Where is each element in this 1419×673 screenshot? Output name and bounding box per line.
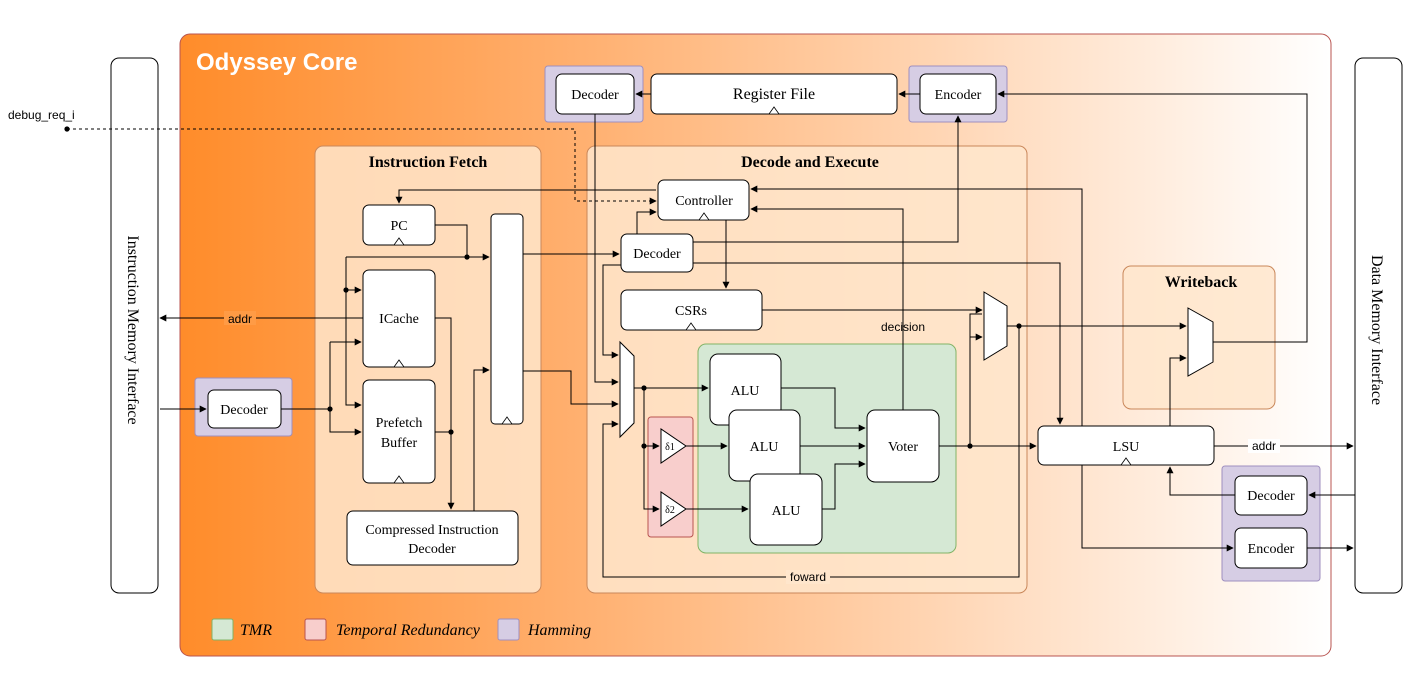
alu-label-2: ALU — [750, 440, 779, 455]
legend: TMR Temporal Redundancy Hamming — [211, 618, 591, 641]
writeback-stage-title: Writeback — [1165, 274, 1238, 291]
result-mux — [983, 291, 1008, 361]
icache-label: ICache — [379, 312, 419, 327]
instruction-decoder-block — [620, 233, 694, 273]
prefetch-label-line2: Buffer — [381, 436, 418, 451]
wiring — [67, 90, 1355, 578]
dmem-addr-label-bg — [1248, 439, 1280, 453]
core-title: Odyssey Core — [196, 49, 357, 76]
voter-label: Voter — [888, 440, 918, 455]
dmem-interface-label: Data Memory Interface — [1368, 255, 1385, 405]
fetch-pipeline-register — [490, 213, 524, 425]
delay-element-2 — [660, 491, 687, 527]
compressed-decoder-block — [346, 510, 519, 566]
regfile-encoder-label: Encoder — [935, 88, 982, 103]
pc-label: PC — [390, 219, 407, 234]
controller-clock-icon — [698, 212, 710, 221]
lsu-label: LSU — [1113, 440, 1139, 455]
fetch-stage-title: Instruction Fetch — [369, 154, 488, 171]
register-file-label: Register File — [733, 86, 815, 103]
alu-label-1: ALU — [731, 384, 760, 399]
fetch-register-clock-icon — [501, 416, 513, 425]
lsu-clock-icon — [1120, 457, 1132, 466]
legend-temporal-label: Temporal Redundancy — [336, 622, 481, 639]
execute-stage-title: Decode and Execute — [741, 154, 879, 171]
prefetch-clock-icon — [393, 475, 405, 484]
register-file-clock-icon — [768, 106, 780, 115]
prefetch-buffer-block — [362, 379, 436, 484]
imem-addr-label: addr — [228, 312, 252, 326]
debug-request-label: debug_req_i — [8, 108, 75, 122]
lsu-encoder-label: Encoder — [1248, 542, 1295, 557]
writeback-mux — [1187, 307, 1214, 377]
pc-clock-icon — [393, 237, 405, 246]
legend-temporal-swatch — [304, 618, 327, 641]
delay-label-2: δ2 — [665, 505, 675, 516]
junction-dots — [64, 126, 1022, 449]
data-memory-interface — [1354, 57, 1403, 594]
csrs-clock-icon — [685, 322, 697, 331]
imem-interface-label: Instruction Memory Interface — [124, 235, 141, 424]
forward-label-bg — [786, 570, 830, 584]
operand-mux — [619, 340, 635, 439]
legend-tmr-label: TMR — [240, 622, 272, 639]
controller-label: Controller — [675, 194, 733, 209]
imem-addr-label-bg — [224, 311, 256, 325]
fetch-decoder-label: Decoder — [220, 403, 268, 418]
legend-tmr-swatch — [211, 618, 234, 641]
dmem-addr-label: addr — [1252, 439, 1276, 453]
decision-label: decision — [881, 320, 925, 334]
csrs-label: CSRs — [675, 304, 707, 319]
instruction-decoder-label: Decoder — [633, 247, 681, 262]
legend-hamming-swatch — [497, 618, 520, 641]
delay-element-1 — [660, 428, 687, 464]
legend-hamming-label: Hamming — [527, 622, 591, 639]
regfile-decoder-label: Decoder — [571, 88, 619, 103]
instruction-memory-interface — [110, 57, 159, 594]
prefetch-label-line1: Prefetch — [376, 416, 423, 431]
lsu-decoder-label: Decoder — [1247, 489, 1295, 504]
alu-label-3: ALU — [772, 504, 801, 519]
forward-label: foward — [790, 570, 826, 584]
compressed-label-line1: Compressed Instruction — [365, 523, 498, 538]
delay-label-1: δ1 — [665, 442, 675, 453]
compressed-label-line2: Decoder — [408, 542, 456, 557]
icache-clock-icon — [393, 359, 405, 368]
